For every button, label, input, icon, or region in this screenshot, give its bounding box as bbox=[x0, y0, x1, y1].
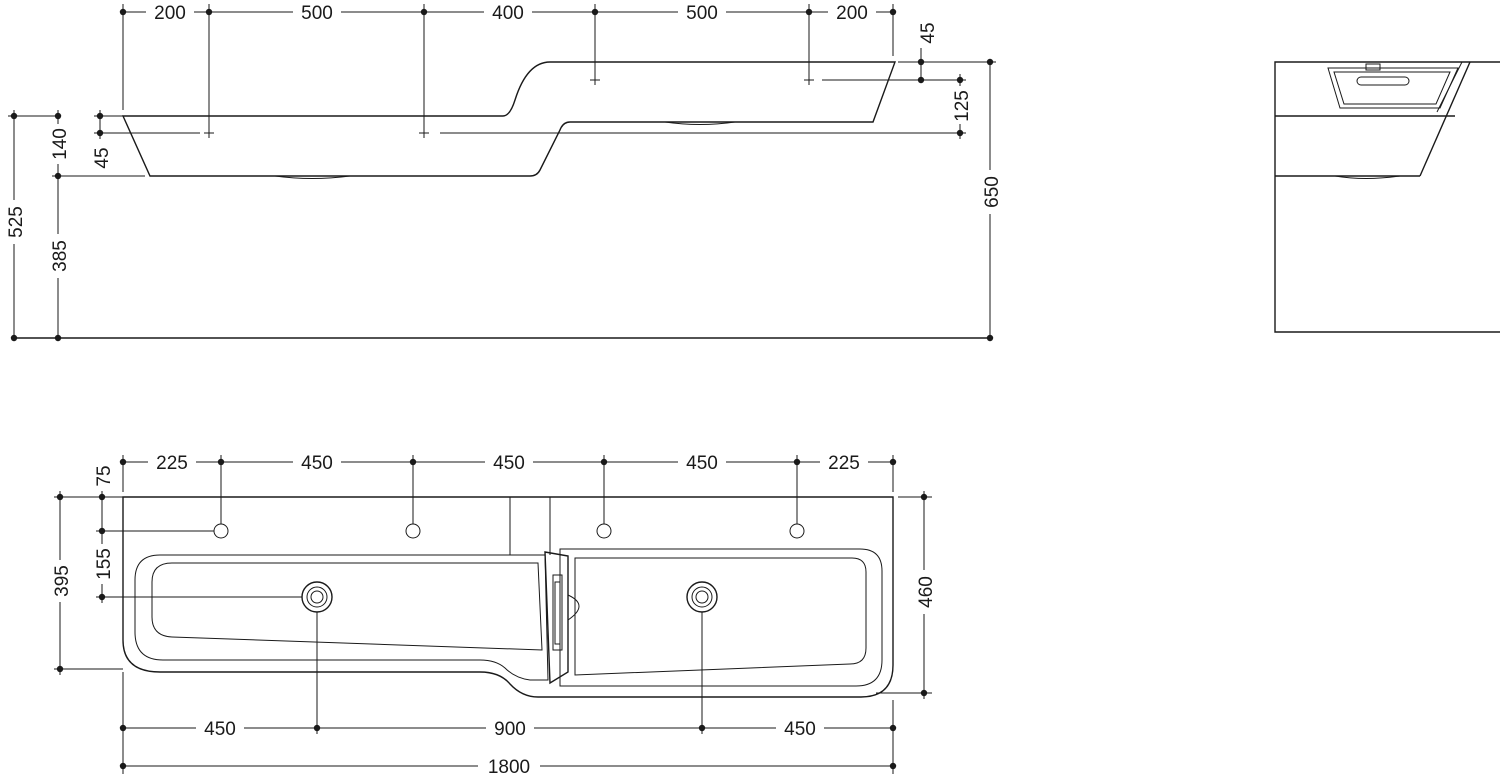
side-right-dim-45: 45 bbox=[918, 22, 939, 43]
end-view-bowl bbox=[1327, 67, 1459, 109]
side-top-dim-4: 500 bbox=[686, 3, 718, 24]
plan-view: 225 450 450 450 225 75 155 395 bbox=[50, 452, 937, 778]
end-view-drain bbox=[1334, 175, 1401, 179]
plan-view-left-dimensions: 75 155 395 bbox=[50, 465, 302, 675]
plan-view-left-bowl bbox=[134, 554, 549, 681]
end-view-overflow-slot bbox=[1356, 76, 1410, 86]
side-left-dim-45: 45 bbox=[92, 147, 113, 168]
end-view-outline bbox=[1274, 61, 1500, 333]
plan-view-bottom-dimensions: 450 900 450 1800 bbox=[119, 612, 897, 778]
side-view-drain-right bbox=[664, 121, 736, 125]
plan-view-drains bbox=[301, 581, 718, 613]
plan-view-right-dimension: 460 bbox=[876, 491, 937, 699]
side-right-dim-650: 650 bbox=[982, 176, 1003, 208]
side-view-left-dimensions: 45 140 385 525 bbox=[3, 110, 200, 342]
plan-left-dim-155: 155 bbox=[94, 548, 115, 580]
end-view bbox=[1274, 61, 1500, 333]
plan-top-dim-1: 225 bbox=[156, 453, 188, 474]
side-top-dim-5: 200 bbox=[836, 3, 868, 24]
side-view-top-dimension: 200 500 400 500 200 bbox=[119, 2, 897, 128]
plan-bottom-dim-1: 450 bbox=[204, 719, 236, 740]
side-left-dim-385: 385 bbox=[50, 240, 71, 272]
side-top-dim-3: 400 bbox=[492, 3, 524, 24]
plan-top-dim-4: 450 bbox=[686, 453, 718, 474]
side-view-drain-left bbox=[274, 175, 351, 179]
side-left-dim-525: 525 bbox=[6, 206, 27, 238]
plan-view-top-dimension: 225 450 450 450 225 bbox=[119, 452, 897, 524]
plan-view-divider bbox=[544, 551, 569, 685]
side-view-basin-outline bbox=[121, 61, 897, 177]
plan-total-dim-1800: 1800 bbox=[488, 757, 530, 778]
plan-right-dim-460: 460 bbox=[916, 576, 937, 608]
plan-top-dim-5: 225 bbox=[828, 453, 860, 474]
plan-view-right-bowl bbox=[559, 548, 883, 687]
side-top-dim-2: 500 bbox=[301, 3, 333, 24]
plan-top-dim-3: 450 bbox=[493, 453, 525, 474]
plan-top-dim-2: 450 bbox=[301, 453, 333, 474]
side-view-tap-marks bbox=[204, 75, 814, 138]
plan-view-outer-outline bbox=[122, 496, 894, 698]
side-top-dim-1: 200 bbox=[154, 3, 186, 24]
side-left-dim-140: 140 bbox=[50, 128, 71, 160]
plan-left-dim-75: 75 bbox=[94, 465, 115, 486]
side-right-dim-125: 125 bbox=[952, 90, 973, 122]
side-view: 200 500 400 500 200 45 125 bbox=[3, 2, 1003, 342]
plan-left-dim-395: 395 bbox=[52, 565, 73, 597]
plan-view-tap-holes bbox=[213, 523, 805, 539]
plan-bottom-dim-3: 450 bbox=[784, 719, 816, 740]
side-view-right-dimensions: 45 125 650 bbox=[440, 22, 1003, 342]
plan-bottom-dim-2: 900 bbox=[494, 719, 526, 740]
